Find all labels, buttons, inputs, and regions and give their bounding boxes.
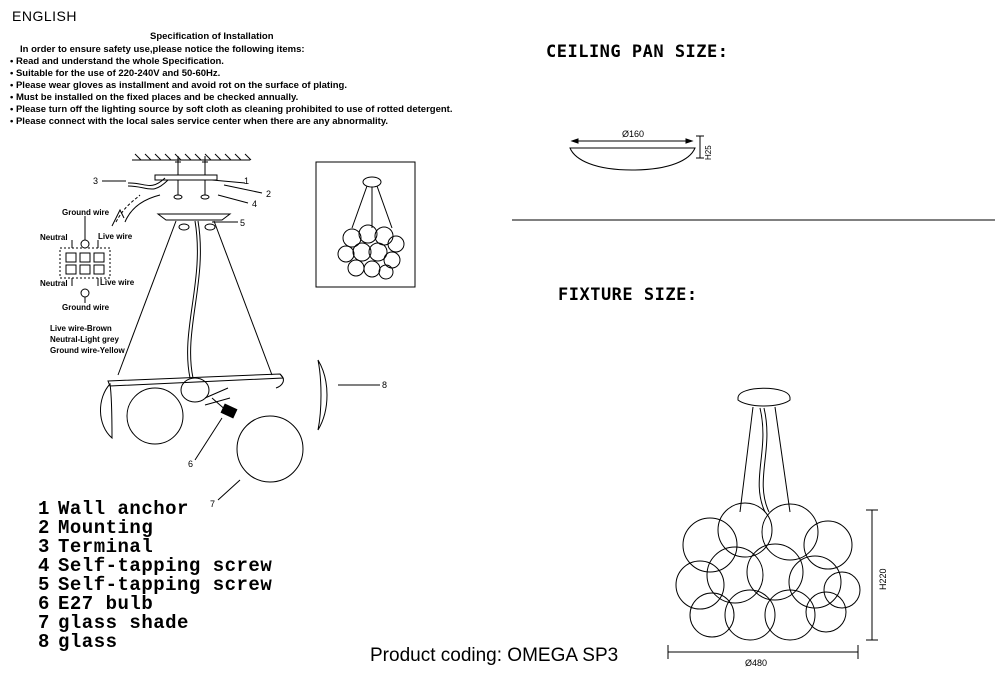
legend-live: Live wire-Brown — [50, 324, 112, 333]
live-wire-top-label: Live wire — [98, 232, 133, 241]
glass-shade — [236, 415, 304, 483]
neutral-top-label: Neutral — [40, 233, 68, 242]
fixture-height: H220 — [878, 568, 888, 590]
leader-lines — [102, 179, 263, 501]
terminal-wires — [127, 177, 166, 186]
ceiling-hatch — [132, 153, 252, 161]
bulb-holder — [180, 377, 210, 403]
language-label: ENGLISH — [12, 8, 77, 24]
frame-plate — [107, 373, 284, 387]
safety-item: Please connect with the local sales serv… — [10, 116, 452, 128]
callout-7: 7 — [210, 499, 215, 509]
neutral-bottom-label: Neutral — [40, 279, 68, 288]
fixture-diameter: Ø480 — [745, 658, 767, 668]
canopy — [156, 213, 232, 221]
safety-item: Suitable for the use of 220-240V and 50-… — [10, 68, 452, 80]
glass-shade — [126, 387, 184, 445]
safety-item: Must be installed on the fixed places an… — [10, 92, 452, 104]
ceiling-pan-drawing — [569, 135, 704, 171]
callout-5: 5 — [240, 218, 245, 228]
mounting-bracket — [154, 174, 218, 181]
wiring-terminal-block — [59, 194, 141, 303]
safety-item: Read and understand the whole Specificat… — [10, 56, 452, 68]
ceiling-pan-heading: CEILING PAN SIZE: — [546, 42, 729, 62]
ceiling-pan-diameter: Ø160 — [622, 129, 644, 139]
ground-wire-top-label: Ground wire — [62, 208, 110, 217]
callout-2: 2 — [266, 189, 271, 199]
wall-anchors — [173, 156, 210, 200]
intro-text: In order to ensure safety use,please not… — [20, 44, 305, 55]
product-coding: Product coding: OMEGA SP3 — [370, 645, 619, 666]
callout-6: 6 — [188, 459, 193, 469]
product-thumbnail — [337, 176, 405, 280]
legend-neutral: Neutral-Light grey — [50, 335, 119, 344]
wire-color-legend: Live wire-Brown Neutral-Light grey Groun… — [50, 323, 125, 356]
ceiling-pan-height: H25 — [704, 145, 713, 160]
spec-title: Specification of Installation — [150, 31, 274, 42]
ground-wire-bottom-label: Ground wire — [62, 303, 110, 312]
product-thumbnail-frame — [315, 161, 416, 288]
callout-8: 8 — [382, 380, 387, 390]
callout-1: 1 — [244, 176, 249, 186]
legend-ground: Ground wire-Yellow — [50, 346, 125, 355]
callout-3: 3 — [93, 176, 98, 186]
fixture-size-heading: FIXTURE SIZE: — [558, 285, 698, 305]
callout-numbers: 1 2 3 4 5 6 7 8 — [93, 176, 387, 509]
safety-list: Read and understand the whole Specificat… — [10, 56, 453, 128]
callout-4: 4 — [252, 199, 257, 209]
fixture-drawing — [667, 387, 878, 659]
safety-item: Please turn off the lighting source by s… — [10, 104, 453, 116]
glass-piece — [100, 382, 113, 440]
suspension-cables — [117, 220, 273, 379]
live-wire-bottom-label: Live wire — [100, 278, 135, 287]
glass-piece — [317, 359, 328, 431]
e27-socket — [220, 403, 238, 419]
safety-item: Please wear gloves as installment and av… — [10, 80, 452, 92]
